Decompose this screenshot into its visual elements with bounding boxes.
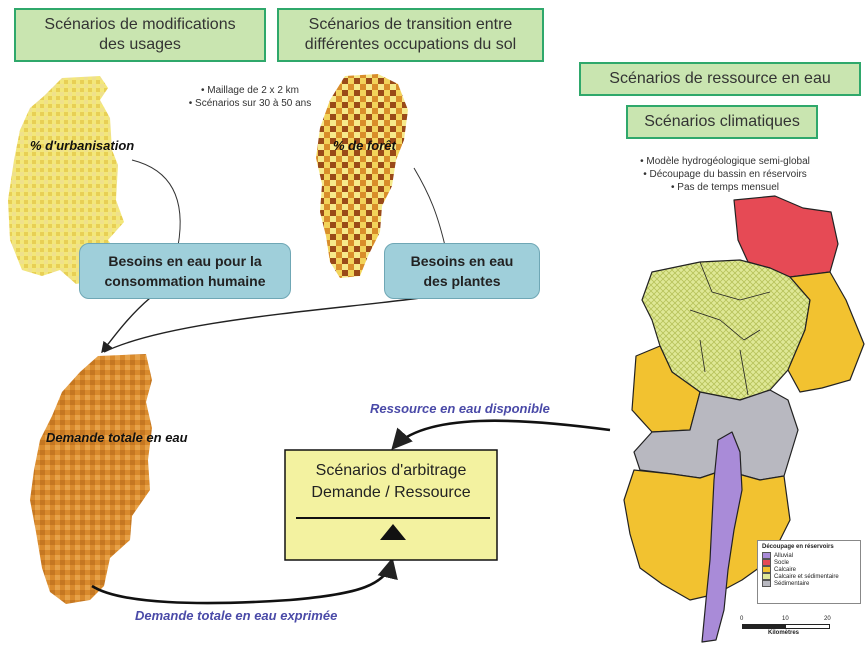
- model-notes: • Modèle hydrogéologique semi-global • D…: [600, 155, 850, 194]
- model-note-reservoirs: • Découpage du bassin en réservoirs: [643, 169, 807, 180]
- foret-label: % de forêt: [333, 138, 396, 153]
- legend-row: Socle: [762, 559, 856, 566]
- legend-swatch: [762, 573, 771, 580]
- basin-outline-detail: [689, 261, 771, 396]
- scale-unit: Kilomètres: [768, 630, 800, 636]
- legend-title: Découpage en réservoirs: [762, 544, 834, 550]
- demande-map: [30, 354, 152, 604]
- ressource-scenarios-box: Scénarios de ressource en eau: [579, 62, 861, 96]
- human-needs-line2: consommation humaine: [104, 273, 266, 289]
- model-note-monthly: • Pas de temps mensuel: [671, 182, 779, 193]
- climatic-scenarios-title: Scénarios climatiques: [644, 113, 800, 130]
- usages-scenarios-box: Scénarios de modifications des usages: [14, 8, 266, 62]
- arbitrage-line2: Demande / Ressource: [311, 484, 471, 501]
- legend-swatch: [762, 580, 771, 587]
- legend-swatch: [762, 552, 771, 559]
- scale-bar: 0 10 20 Kilomètres: [738, 616, 838, 642]
- grid-note-mesh: • Maillage de 2 x 2 km: [201, 85, 299, 96]
- legend-label: Calcaire et sédimentaire: [774, 573, 839, 580]
- legend-label: Socle: [774, 559, 790, 566]
- usages-scenarios-line2: des usages: [99, 36, 181, 53]
- foret-to-needs-connector: [413, 167, 447, 251]
- model-note-semi-global: • Modèle hydrogéologique semi-global: [640, 156, 810, 167]
- plant-needs-line1: Besoins en eau: [410, 253, 514, 269]
- legend-label: Alluvial: [774, 552, 794, 559]
- arbitrage-box: [284, 449, 498, 561]
- urbanisation-label: % d'urbanisation: [30, 138, 135, 153]
- arbitrage-line1: Scénarios d'arbitrage: [315, 462, 467, 479]
- grid-notes: • Maillage de 2 x 2 km • Scénarios sur 3…: [150, 84, 350, 110]
- basin-map: [623, 195, 865, 643]
- balance-fulcrum: [380, 524, 406, 540]
- grid-note-horizon: • Scénarios sur 30 à 50 ans: [188, 98, 312, 109]
- plant-needs-to-demand-arrow: [103, 297, 421, 353]
- basin-zone-upper: [641, 259, 811, 401]
- basin-zone-south: [623, 469, 791, 601]
- legend-row: Calcaire: [762, 566, 856, 573]
- ressource-flow-label: Ressource en eau disponible: [370, 401, 550, 416]
- foret-map: [316, 74, 408, 278]
- transition-scenarios-line1: Scénarios de transition entre: [308, 16, 513, 33]
- urbanisation-to-needs-connector: [131, 159, 181, 247]
- legend-label: Calcaire: [774, 566, 797, 573]
- transition-scenarios-line2: différentes occupations du sol: [304, 36, 517, 53]
- legend-swatch: [762, 566, 771, 573]
- legend-row: Alluvial: [762, 552, 856, 559]
- plant-needs-line2: des plantes: [423, 273, 501, 289]
- basin-zone-alluvial: [701, 431, 743, 643]
- ressource-scenarios-title: Scénarios de ressource en eau: [609, 70, 831, 87]
- plant-needs-box: Besoins en eau des plantes: [384, 243, 540, 299]
- scale-tick-10: 10: [782, 616, 789, 622]
- human-needs-box: Besoins en eau pour la consommation huma…: [79, 243, 291, 299]
- scale-tick-20: 20: [824, 616, 831, 622]
- usages-scenarios-line1: Scénarios de modifications: [44, 16, 236, 33]
- legend-row: Calcaire et sédimentaire: [762, 573, 856, 580]
- arbitrage-title: Scénarios d'arbitrage Demande / Ressourc…: [285, 460, 497, 504]
- scale-tick-0: 0: [740, 616, 744, 622]
- demande-label: Demande totale en eau: [46, 430, 188, 445]
- basin-zone-east: [787, 271, 865, 393]
- human-needs-to-demand-arrow: [101, 297, 151, 354]
- urbanisation-map: [8, 76, 124, 284]
- human-needs-line1: Besoins en eau pour la: [108, 253, 262, 269]
- legend-row: Sédimentaire: [762, 580, 856, 587]
- legend-swatch: [762, 559, 771, 566]
- legend-label: Sédimentaire: [774, 580, 810, 587]
- transition-scenarios-box: Scénarios de transition entre différente…: [277, 8, 544, 62]
- climatic-scenarios-box: Scénarios climatiques: [626, 105, 818, 139]
- demand-flow-label: Demande totale en eau exprimée: [135, 608, 338, 623]
- demand-flow-arrow: [91, 557, 398, 605]
- ressource-flow-arrow: [391, 419, 611, 450]
